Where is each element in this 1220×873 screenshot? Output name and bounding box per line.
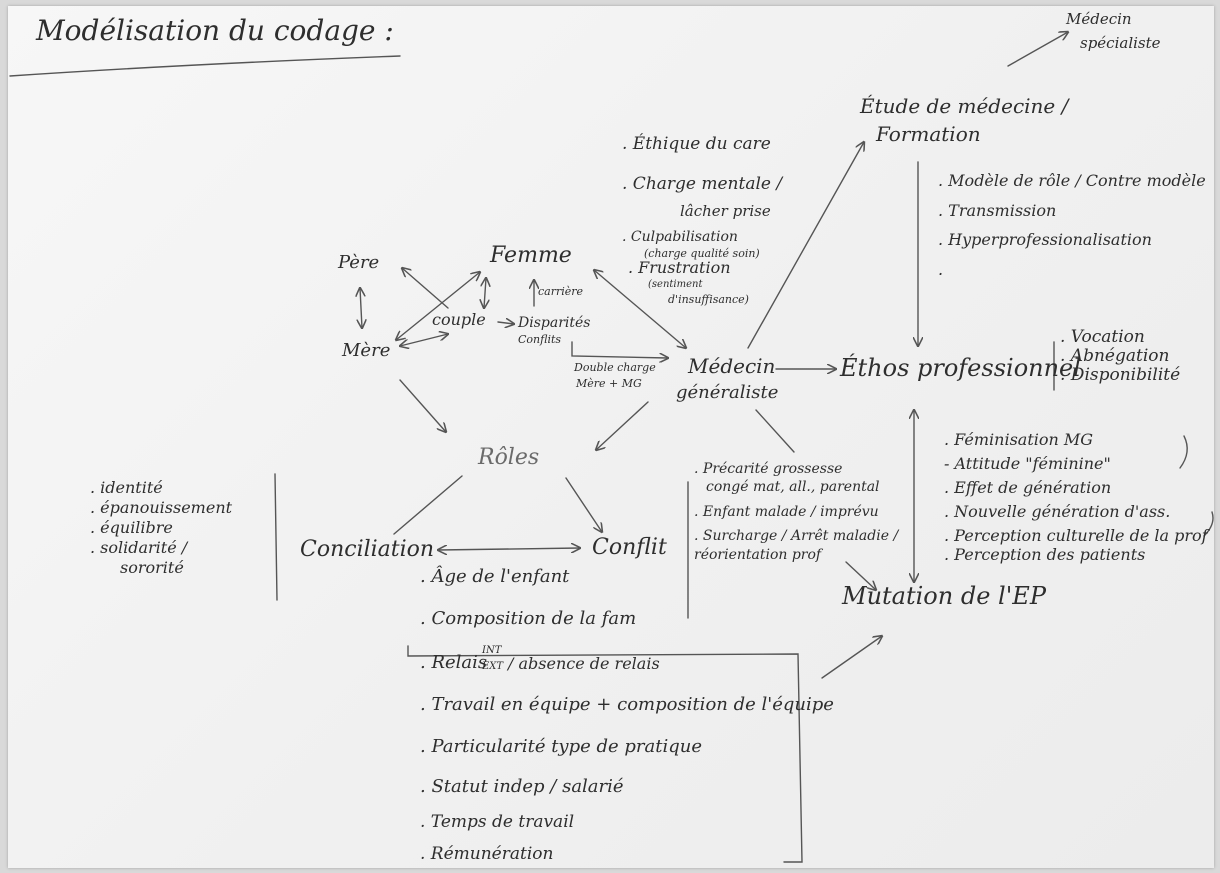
list-item: . Transmission bbox=[938, 200, 1057, 220]
title-underline bbox=[9, 55, 401, 77]
care-lacher-prise: lâcher prise bbox=[680, 202, 771, 220]
arrow-mere-roles bbox=[399, 379, 446, 432]
arrow-factors-mutation bbox=[821, 636, 882, 679]
arrow-femme-medecin bbox=[594, 270, 686, 348]
list-item: . équilibre bbox=[90, 518, 173, 537]
factor-age: . Âge de l'enfant bbox=[420, 566, 570, 587]
list-item: sororité bbox=[120, 558, 184, 577]
mutation-bracket-2 bbox=[1203, 511, 1214, 537]
factor-remuneration: . Rémunération bbox=[420, 844, 554, 864]
arrow-medecin-etude bbox=[747, 142, 864, 349]
list-item: . Abnégation bbox=[1060, 346, 1170, 367]
list-item: congé mat, all., parental bbox=[706, 479, 880, 496]
list-item: . Féminisation MG bbox=[944, 430, 1094, 449]
node-specialiste-2: spécialiste bbox=[1080, 34, 1161, 52]
arrow-roles-conflit bbox=[565, 477, 602, 532]
node-roles: Rôles bbox=[478, 445, 540, 470]
list-item: . Effet de génération bbox=[944, 478, 1112, 497]
list-item: . bbox=[938, 259, 944, 279]
arrow-medecin-roles bbox=[596, 401, 649, 450]
arrow-conciliation-conflit bbox=[438, 548, 580, 550]
list-item: . identité bbox=[90, 478, 163, 497]
list-item: . Surcharge / Arrêt maladie / bbox=[694, 528, 899, 545]
mutation-bracket bbox=[1179, 435, 1188, 469]
care-culpabilisation: . Culpabilisation bbox=[622, 229, 738, 245]
list-item: . Hyperprofessionalisation bbox=[938, 230, 1152, 250]
node-specialiste: Médecin bbox=[1066, 10, 1132, 28]
arrow-etude-specialiste bbox=[1007, 32, 1068, 67]
mutation-list: . Féminisation MG - Attitude "féminine" … bbox=[944, 428, 1208, 567]
list-item: . Perception des patients bbox=[944, 545, 1146, 564]
list-item: . Enfant malade / imprévu bbox=[694, 503, 879, 520]
care-insuffisance: d'insuffisance) bbox=[668, 293, 749, 306]
list-item: . Modèle de rôle / Contre modèle bbox=[938, 171, 1206, 190]
arrow-pere-mere bbox=[360, 288, 362, 328]
factor-composition: . Composition de la fam bbox=[420, 608, 637, 629]
list-item: . solidarité / bbox=[90, 538, 188, 557]
arrow-double-charge bbox=[571, 341, 668, 358]
line-medecin-conflit bbox=[755, 409, 795, 453]
list-item: - Attitude "féminine" bbox=[944, 454, 1111, 473]
factor-relais-ext: EXT bbox=[482, 661, 504, 672]
factor-absence-relais: / absence de relais bbox=[508, 654, 660, 673]
arrow-mere-femme bbox=[396, 272, 480, 340]
factor-statut: . Statut indep / salarié bbox=[420, 776, 624, 797]
formation-list: . Modèle de rôle / Contre modèle . Trans… bbox=[938, 166, 1206, 284]
conciliation-bracket bbox=[274, 473, 278, 601]
list-item: . Disponibilité bbox=[1060, 365, 1181, 386]
node-medecin: Médecin bbox=[688, 354, 776, 378]
list-item: réorientation prof bbox=[694, 546, 822, 563]
care-charge: . Charge mentale / bbox=[622, 174, 783, 194]
conciliation-list: . identité . épanouissement . équilibre … bbox=[90, 478, 232, 578]
page-title: Modélisation du codage : bbox=[36, 14, 394, 47]
factor-particularite: . Particularité type de pratique bbox=[420, 736, 703, 757]
arrow-couple-disparites bbox=[497, 322, 514, 324]
arrow-femme-couple bbox=[484, 278, 486, 308]
double-charge-sub: Mère + MG bbox=[576, 377, 642, 390]
factor-temps: . Temps de travail bbox=[420, 812, 575, 832]
node-conflits: Conflits bbox=[518, 333, 562, 346]
node-etude: Étude de médecine / bbox=[860, 94, 1069, 118]
node-mutation: Mutation de l'EP bbox=[842, 582, 1046, 610]
ethos-list: . Vocation . Abnégation . Disponibilité bbox=[1060, 327, 1181, 386]
factor-relais-int: INT bbox=[482, 645, 502, 656]
node-conciliation: Conciliation bbox=[300, 537, 435, 562]
node-carriere: carrière bbox=[538, 285, 584, 298]
factor-relais: . Relais bbox=[420, 652, 488, 673]
arrow-mere-couple bbox=[400, 334, 448, 346]
connector-layer bbox=[9, 6, 1214, 863]
node-ethos: Éthos professionnel bbox=[840, 354, 1081, 382]
care-sentiment: (sentiment bbox=[648, 279, 703, 290]
list-item: . Perception culturelle de la prof bbox=[944, 526, 1208, 545]
care-frustration: . Frustration bbox=[628, 258, 731, 277]
factors-bracket bbox=[407, 645, 803, 863]
notebook-page: Modélisation du codage : Père Mère Femme… bbox=[8, 6, 1214, 868]
list-item: . Précarité grossesse bbox=[694, 461, 843, 477]
double-charge-label: Double charge bbox=[574, 361, 656, 374]
list-item: . Vocation bbox=[1060, 327, 1145, 347]
care-charge-qualite: (charge qualité soin) bbox=[644, 247, 760, 260]
conflit-list: . Précarité grossesse congé mat, all., p… bbox=[694, 460, 898, 564]
node-pere: Père bbox=[338, 252, 380, 273]
list-item: . Nouvelle génération d'ass. bbox=[944, 502, 1171, 521]
list-item: . épanouissement bbox=[90, 498, 233, 517]
arrow-pere-disparites bbox=[402, 268, 449, 309]
node-disparites: Disparités bbox=[518, 315, 591, 331]
node-femme: Femme bbox=[490, 243, 572, 268]
node-conflit: Conflit bbox=[592, 535, 667, 560]
node-generaliste: généraliste bbox=[676, 382, 779, 403]
node-mere: Mère bbox=[342, 340, 391, 361]
arrow-conflit-mutation bbox=[845, 561, 876, 590]
line-roles-conciliation bbox=[393, 475, 463, 535]
care-ethique: . Éthique du care bbox=[622, 134, 771, 154]
node-couple: couple bbox=[432, 310, 486, 329]
node-formation: Formation bbox=[876, 122, 981, 146]
factor-travail-equipe: . Travail en équipe + composition de l'é… bbox=[420, 694, 834, 715]
